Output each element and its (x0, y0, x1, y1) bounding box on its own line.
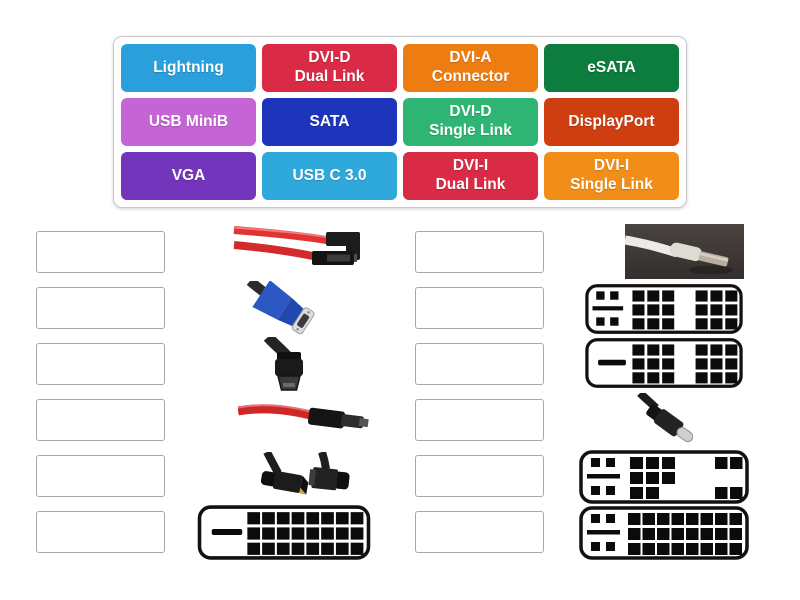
answer-dropzone-right-1[interactable] (415, 231, 544, 273)
answer-dropzone-left-1[interactable] (36, 231, 165, 273)
usb-mini-b-connector-photo (252, 337, 322, 393)
bank-tile-dvi-a-connector[interactable]: DVI-A Connector (403, 44, 538, 92)
displayport-cable-photo (237, 452, 362, 502)
usb-c-connector-photo (628, 393, 693, 443)
answer-dropzone-left-3[interactable] (36, 343, 165, 385)
answer-dropzone-right-3[interactable] (415, 343, 544, 385)
sata-cable-photo (232, 224, 372, 276)
dvi-a-connector-diagram (578, 449, 750, 505)
bank-tile-dvi-d-dual-link[interactable]: DVI-D Dual Link (262, 44, 397, 92)
answer-dropzone-left-6[interactable] (36, 511, 165, 553)
bank-tile-dvi-i-single-link[interactable]: DVI-I Single Link (544, 152, 679, 200)
answer-dropzone-left-4[interactable] (36, 399, 165, 441)
bank-tile-vga[interactable]: VGA (121, 152, 256, 200)
dvi-i-dual-link-diagram (578, 505, 750, 561)
vga-connector-photo (238, 281, 338, 335)
answer-dropzone-left-2[interactable] (36, 287, 165, 329)
dvi-d-single-link-diagram (578, 337, 750, 389)
bank-tile-esata[interactable]: eSATA (544, 44, 679, 92)
bank-tile-sata[interactable]: SATA (262, 98, 397, 146)
bank-tile-usb-minib[interactable]: USB MiniB (121, 98, 256, 146)
esata-cable-photo (238, 397, 373, 442)
bank-tile-lightning[interactable]: Lightning (121, 44, 256, 92)
answer-dropzone-left-5[interactable] (36, 455, 165, 497)
word-bank-panel: Lightning DVI-D Dual Link DVI-A Connecto… (113, 36, 687, 208)
answer-dropzone-right-5[interactable] (415, 455, 544, 497)
answer-dropzone-right-4[interactable] (415, 399, 544, 441)
answer-dropzone-right-2[interactable] (415, 287, 544, 329)
bank-tile-usb-c-3-0[interactable]: USB C 3.0 (262, 152, 397, 200)
lightning-cable-photo (625, 224, 744, 279)
dvi-d-dual-link-diagram (196, 504, 372, 561)
bank-tile-dvi-i-dual-link[interactable]: DVI-I Dual Link (403, 152, 538, 200)
answer-dropzone-right-6[interactable] (415, 511, 544, 553)
dvi-i-single-link-diagram (578, 283, 750, 335)
bank-tile-dvi-d-single-link[interactable]: DVI-D Single Link (403, 98, 538, 146)
bank-tile-displayport[interactable]: DisplayPort (544, 98, 679, 146)
